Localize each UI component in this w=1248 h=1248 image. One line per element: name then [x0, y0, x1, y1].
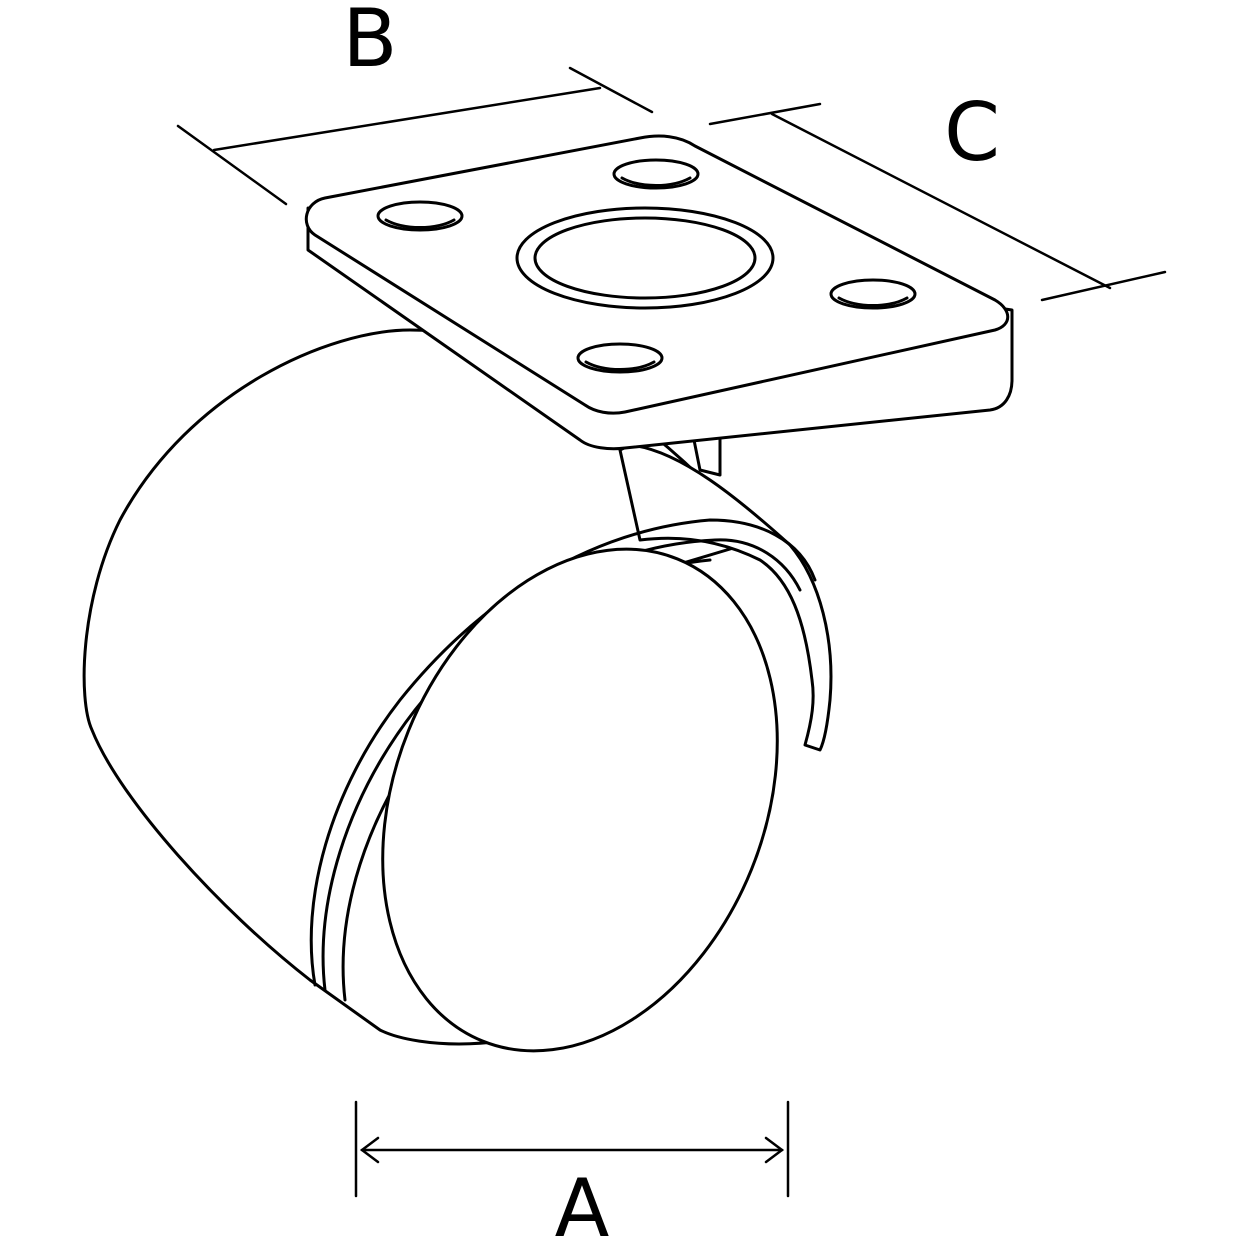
mounting-plate-top [304, 134, 1010, 415]
bolt-hole-bottom [576, 342, 664, 374]
fork-housing [618, 443, 833, 752]
label-b: B [343, 0, 398, 85]
label-c: C [944, 86, 1000, 179]
bolt-hole-top [612, 158, 700, 190]
bolt-hole-left [376, 200, 464, 232]
bolt-hole-right [829, 278, 917, 310]
dimension-c [708, 102, 1167, 302]
dimension-a [354, 1100, 790, 1198]
dimension-b [176, 66, 654, 206]
wheel-hub-face [381, 547, 779, 1053]
center-bore-outer [515, 206, 775, 310]
label-a: A [555, 1162, 610, 1248]
center-bore-inner [533, 216, 757, 300]
